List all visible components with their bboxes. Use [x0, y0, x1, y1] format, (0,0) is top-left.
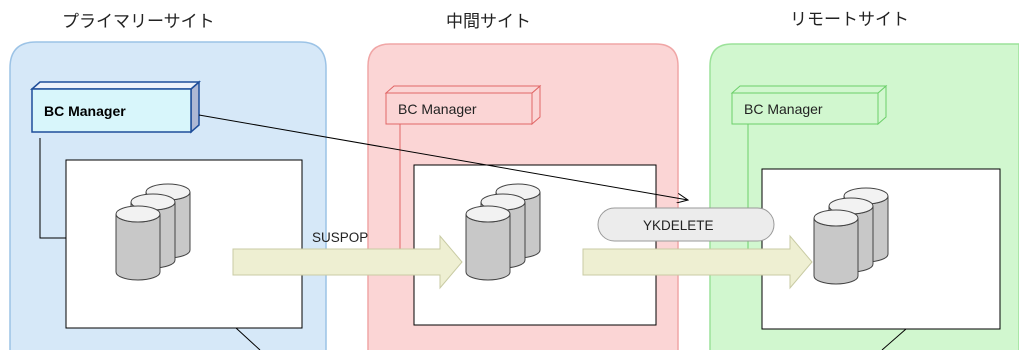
- intermediate-site-region: BC Manager: [367, 43, 679, 350]
- command-issue-arrow: [198, 114, 688, 200]
- intermediate-bc-manager-label: BC Manager: [398, 101, 477, 117]
- remote-site-region: BC Manager: [709, 43, 1019, 350]
- remote-bc-manager: BC Manager: [730, 84, 888, 126]
- primary-storage-link: [235, 327, 261, 350]
- remote-site-label: リモートサイト: [790, 10, 909, 30]
- suspop-command-label: SUSPOP: [312, 230, 368, 245]
- primary-bc-manager-label: BC Manager: [44, 103, 126, 119]
- intermediate-bc-manager: BC Manager: [384, 84, 542, 126]
- intermediate-site-label: 中間サイト: [446, 12, 531, 32]
- primary-bc-manager: BC Manager: [30, 80, 201, 134]
- ykdelete-command: YKDELETE: [597, 207, 775, 242]
- ykdelete-copy-arrow: [582, 234, 813, 290]
- remote-storage-link: [881, 328, 907, 350]
- ykdelete-command-label: YKDELETE: [643, 218, 714, 233]
- primary-site-region: BC Manager: [9, 41, 327, 350]
- primary-bc-connector: [39, 138, 66, 239]
- ykdelete-capsule: [597, 207, 775, 242]
- suspop-copy-arrow: [232, 234, 463, 290]
- primary-site-label: プライマリーサイト: [62, 12, 215, 32]
- remote-bc-manager-label: BC Manager: [744, 101, 823, 117]
